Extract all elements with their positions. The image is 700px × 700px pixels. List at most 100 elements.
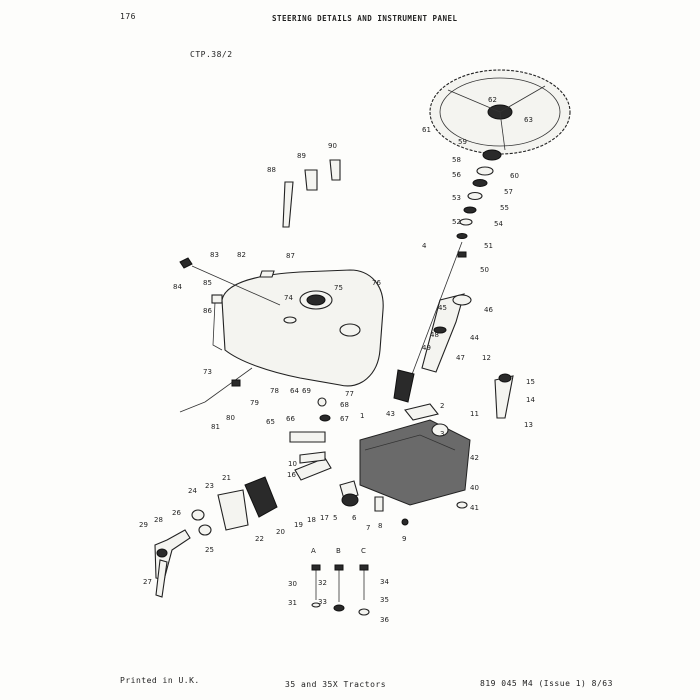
callout-19: 19 xyxy=(294,521,303,529)
callout-45: 45 xyxy=(438,304,447,312)
column-fittings-stack xyxy=(456,149,502,258)
instrument-panel xyxy=(212,269,384,387)
callout-16: 16 xyxy=(287,471,296,479)
callout-25: 25 xyxy=(205,546,214,554)
callout-55: 55 xyxy=(500,204,509,212)
callout-90: 90 xyxy=(328,142,337,150)
callout-86: 86 xyxy=(203,307,212,315)
callout-79: 79 xyxy=(250,399,259,407)
callout-57: 57 xyxy=(504,188,513,196)
callout-78: 78 xyxy=(270,387,279,395)
callout-40: 40 xyxy=(470,484,479,492)
callout-63: 63 xyxy=(524,116,533,124)
callout-27: 27 xyxy=(143,578,152,586)
callout-28: 28 xyxy=(154,516,163,524)
callout-73: 73 xyxy=(203,368,212,376)
callout-42: 42 xyxy=(470,454,479,462)
callout-60: 60 xyxy=(510,172,519,180)
callout-6: 6 xyxy=(352,514,357,522)
bolts-abc xyxy=(311,564,370,616)
callout-89: 89 xyxy=(297,152,306,160)
callout-83: 83 xyxy=(210,251,219,259)
callout-29: 29 xyxy=(139,521,148,529)
callout-15: 15 xyxy=(526,378,535,386)
plate-reference: CTP.38/2 xyxy=(190,50,233,59)
callout-47: 47 xyxy=(456,354,465,362)
assorted-small-parts xyxy=(289,397,468,526)
callout-2: 2 xyxy=(440,402,444,410)
callout-31: 31 xyxy=(288,599,297,607)
callout-80: 80 xyxy=(226,414,235,422)
callout-35: 35 xyxy=(380,596,389,604)
callout-32: 32 xyxy=(318,579,327,587)
callout-59: 59 xyxy=(458,138,467,146)
callout-66: 66 xyxy=(286,415,295,423)
callout-50: 50 xyxy=(480,266,489,274)
callout-82: 82 xyxy=(237,251,246,259)
callout-20: 20 xyxy=(276,528,285,536)
callout-85: 85 xyxy=(203,279,212,287)
bolt-letter-a: A xyxy=(311,547,316,555)
callout-34: 34 xyxy=(380,578,389,586)
callout-11: 11 xyxy=(470,410,479,418)
printed-in-note: Printed in U.K. xyxy=(120,676,200,685)
callout-26: 26 xyxy=(172,509,181,517)
callout-9: 9 xyxy=(402,535,406,543)
callout-75: 75 xyxy=(334,284,343,292)
callout-65: 65 xyxy=(266,418,275,426)
callout-51: 51 xyxy=(484,242,493,250)
model-line: 35 and 35X Tractors xyxy=(285,680,387,689)
callout-3: 3 xyxy=(440,430,444,438)
callout-7: 7 xyxy=(366,524,370,532)
callout-84: 84 xyxy=(173,283,182,291)
callout-23: 23 xyxy=(205,482,214,490)
callout-49: 49 xyxy=(422,344,431,352)
callout-64: 64 xyxy=(290,387,299,395)
callout-54: 54 xyxy=(494,220,503,228)
callout-88: 88 xyxy=(267,166,276,174)
drop-arm-assembly xyxy=(154,457,359,598)
callout-21: 21 xyxy=(222,474,231,482)
callout-48: 48 xyxy=(430,331,439,339)
steering-box xyxy=(359,403,471,506)
bolt-letter-b: B xyxy=(336,547,341,555)
steering-column xyxy=(393,241,472,403)
callout-44: 44 xyxy=(470,334,479,342)
callout-52: 52 xyxy=(452,218,461,226)
brackets-88-90 xyxy=(282,159,341,228)
callout-58: 58 xyxy=(452,156,461,164)
callout-1: 1 xyxy=(360,412,364,420)
callout-46: 46 xyxy=(484,306,493,314)
callout-74: 74 xyxy=(284,294,293,302)
callout-68: 68 xyxy=(340,401,349,409)
drop-arm-right xyxy=(494,373,514,419)
callout-13: 13 xyxy=(524,421,533,429)
callout-24: 24 xyxy=(188,487,197,495)
callout-43: 43 xyxy=(386,410,395,418)
callout-41: 41 xyxy=(470,504,479,512)
callout-14: 14 xyxy=(526,396,535,404)
callout-56: 56 xyxy=(452,171,461,179)
callout-62: 62 xyxy=(488,96,497,104)
callout-87: 87 xyxy=(286,252,295,260)
callout-30: 30 xyxy=(288,580,297,588)
callout-5: 5 xyxy=(333,514,337,522)
page-number: 176 xyxy=(120,12,136,21)
callout-69: 69 xyxy=(302,387,311,395)
control-linkage xyxy=(179,257,281,413)
callout-53: 53 xyxy=(452,194,461,202)
callout-67: 67 xyxy=(340,415,349,423)
callout-18: 18 xyxy=(307,516,316,524)
callout-10: 10 xyxy=(288,460,297,468)
bolt-letter-c: C xyxy=(361,547,366,555)
callout-76: 76 xyxy=(372,279,381,287)
callout-81: 81 xyxy=(211,423,220,431)
callout-8: 8 xyxy=(378,522,382,530)
callout-22: 22 xyxy=(255,535,264,543)
steering-wheel xyxy=(429,69,571,155)
callout-61: 61 xyxy=(422,126,431,134)
callout-33: 33 xyxy=(318,598,327,606)
callout-36: 36 xyxy=(380,616,389,624)
